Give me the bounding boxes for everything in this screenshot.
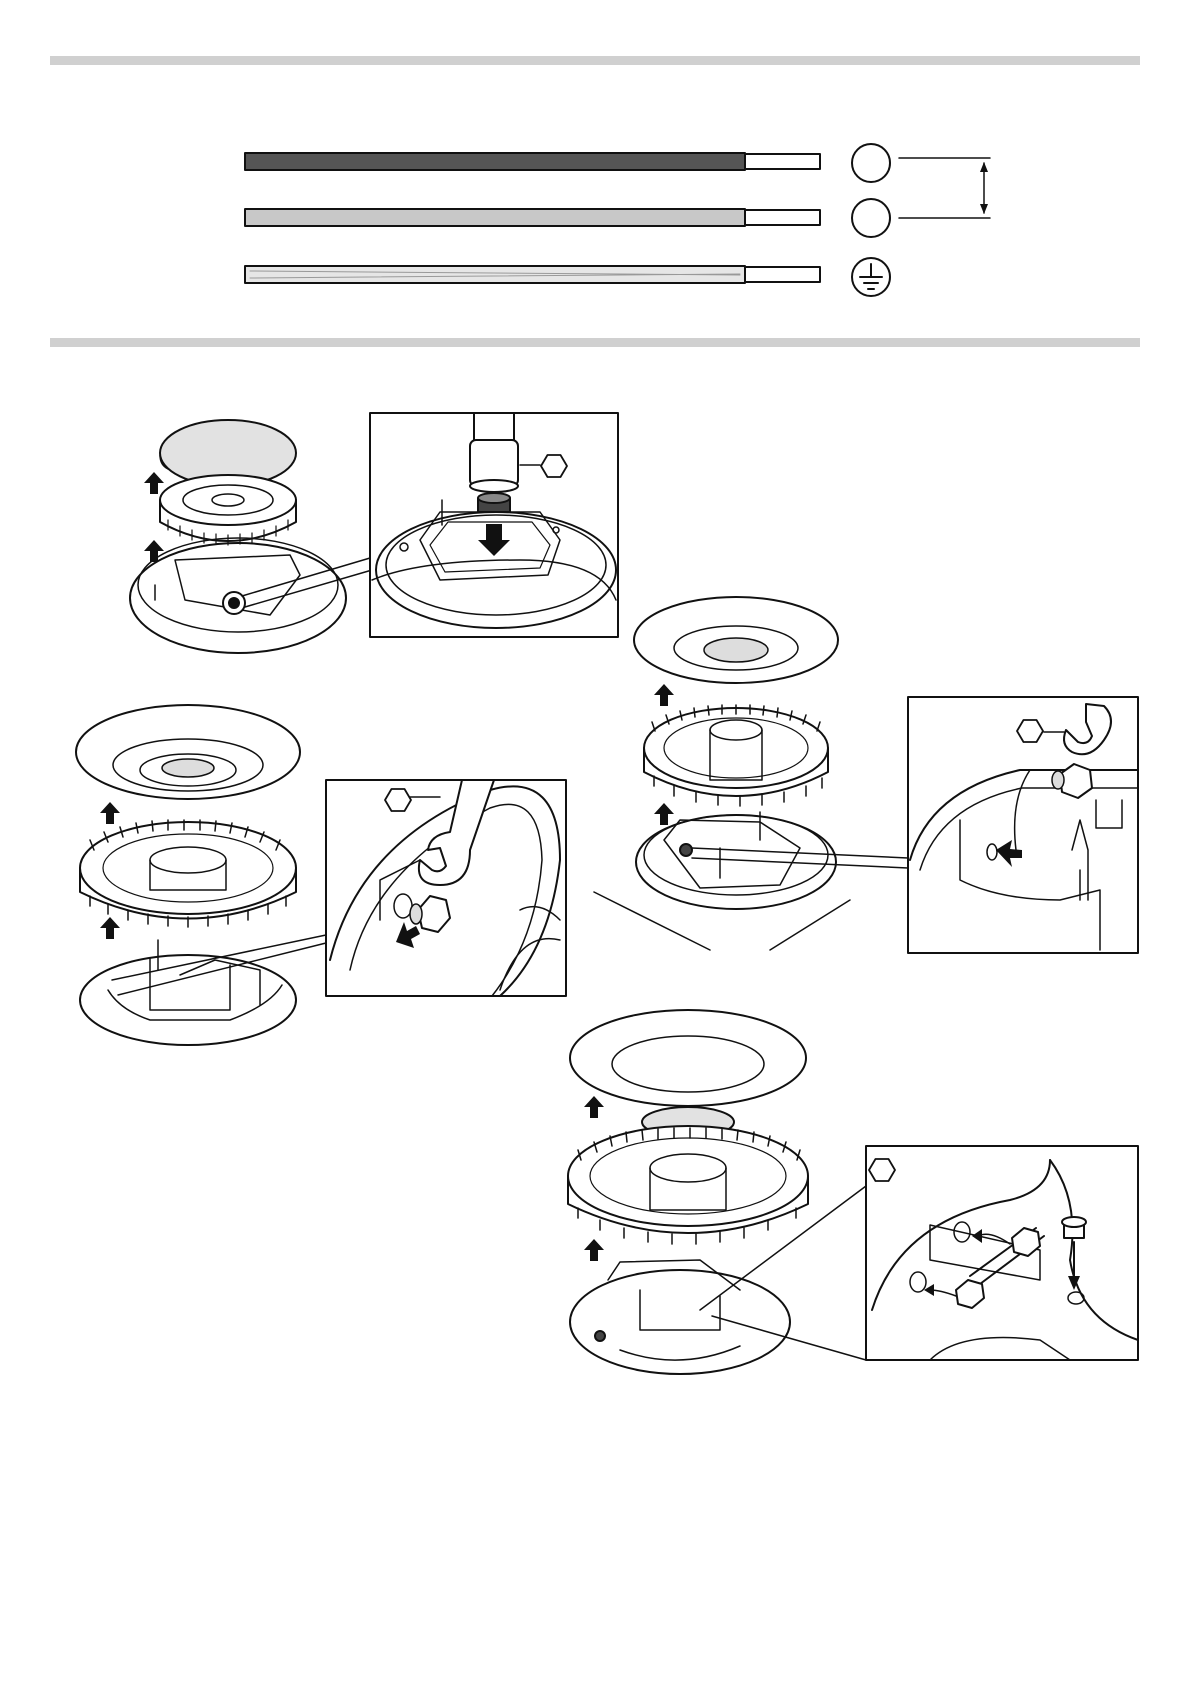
earth-ground-icon — [852, 258, 890, 296]
rapid-burner-exploded-view — [594, 597, 908, 950]
lift-arrow-icon — [654, 684, 674, 706]
lift-arrow-icon — [654, 803, 674, 825]
wire-neutral — [245, 209, 820, 226]
terminal-circle-icon — [852, 144, 890, 182]
hex-socket-icon — [541, 455, 567, 477]
triple-crown-burner-exploded-view — [568, 1010, 866, 1374]
lift-arrow-icon — [584, 1096, 604, 1118]
auxiliary-burner-detail — [370, 413, 618, 637]
lift-arrow-icon — [100, 802, 120, 824]
lift-arrow-icon — [584, 1239, 604, 1261]
wire-earth — [245, 266, 820, 283]
rapid-burner-detail — [908, 697, 1138, 953]
hex-socket-icon — [869, 1159, 895, 1181]
hex-socket-icon — [1017, 720, 1043, 742]
terminal-circle-icon — [852, 199, 890, 237]
wire-live — [245, 153, 820, 170]
triple-crown-burner-detail — [866, 1146, 1138, 1360]
semi-rapid-burner-exploded-view — [76, 705, 326, 1045]
auxiliary-burner-exploded-view — [130, 420, 372, 653]
semi-rapid-burner-detail — [326, 780, 566, 996]
voltage-bracket — [899, 158, 990, 218]
hex-socket-icon — [385, 789, 411, 811]
lift-arrow-icon — [144, 472, 164, 494]
wiring-diagram — [245, 144, 990, 296]
lift-arrow-icon — [100, 917, 120, 939]
injector-jet — [1062, 1217, 1086, 1238]
injector-jet — [478, 493, 510, 512]
